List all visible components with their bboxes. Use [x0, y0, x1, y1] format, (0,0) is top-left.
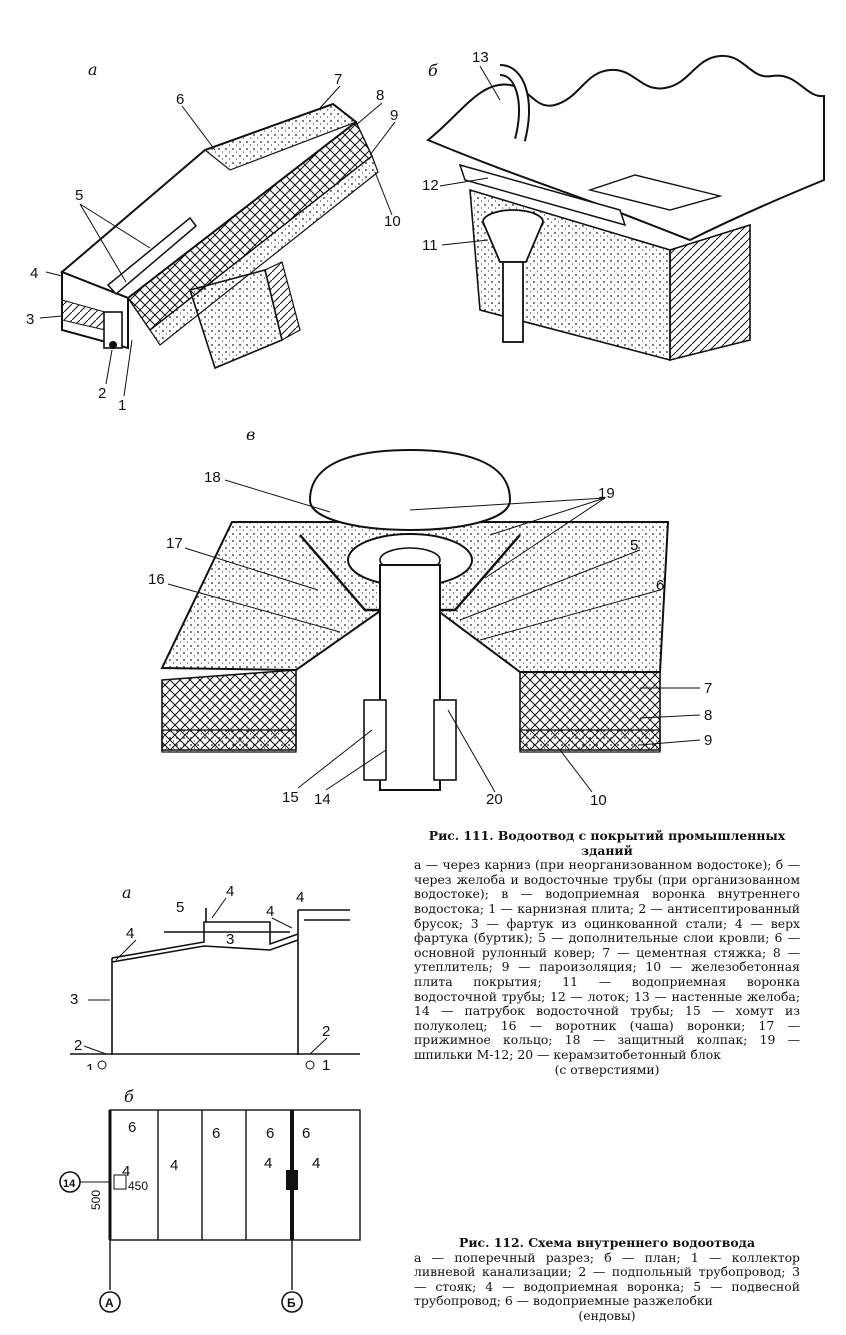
- figure-112-caption: Рис. 112. Схема внутреннего водоотвода а…: [414, 1235, 800, 1324]
- label-3: 3: [226, 931, 234, 948]
- dim-500: 500: [89, 1190, 103, 1210]
- caption-title: Рис. 112. Схема внутреннего водоотвода: [459, 1235, 755, 1250]
- figure-111-panel-b: б 13 12 11: [422, 49, 825, 362]
- label-4: 4: [226, 883, 234, 900]
- dim-450: 450: [128, 1179, 148, 1193]
- label-1: 1: [118, 397, 126, 414]
- label-6: 6: [212, 1125, 220, 1142]
- label-4: 4: [312, 1155, 320, 1172]
- label-5: 5: [75, 187, 83, 204]
- label-9: 9: [390, 107, 398, 124]
- label-6: 6: [128, 1119, 136, 1136]
- label-10: 10: [384, 213, 401, 230]
- label-5: 5: [176, 899, 184, 916]
- label-6: 6: [176, 91, 184, 108]
- caption-title: Рис. 111. Водоотвод с покрытий промышлен…: [428, 828, 786, 858]
- panel-letter: б: [428, 61, 438, 80]
- label-14: 14: [314, 791, 331, 808]
- figure-112-plan-b: б 14 А Б 450 500 6 6 6 6 4 4 4 4: [59, 1087, 361, 1313]
- caption-body: а — через карниз (при неорганизованном в…: [414, 857, 800, 1062]
- label-3: 3: [26, 311, 34, 328]
- label-5: 5: [630, 537, 638, 554]
- label-1: 1: [322, 1057, 330, 1070]
- label-7: 7: [334, 71, 342, 88]
- axis-marker-14: 14: [63, 1178, 76, 1190]
- caption-tail: (ендовы): [578, 1307, 636, 1323]
- label-4: 4: [122, 1163, 130, 1180]
- plan-letter: б: [124, 1087, 134, 1106]
- label-16: 16: [148, 571, 165, 588]
- label-15: 15: [282, 789, 299, 806]
- caption-body: а — поперечный разрез; б — план; 1 — кол…: [414, 1249, 800, 1309]
- label-2: 2: [98, 385, 106, 402]
- label-4: 4: [126, 925, 134, 942]
- label-12: 12: [422, 177, 439, 194]
- label-3: 3: [70, 991, 78, 1008]
- label-9: 9: [704, 732, 712, 749]
- label-18: 18: [204, 469, 221, 486]
- label-19: 19: [598, 485, 615, 502]
- label-11: 11: [422, 237, 438, 254]
- label-6: 6: [266, 1125, 274, 1142]
- panel-letter: а: [88, 60, 98, 79]
- label-7: 7: [704, 680, 712, 697]
- label-17: 17: [166, 535, 183, 552]
- label-2: 2: [74, 1037, 82, 1054]
- panel-letter: в: [246, 425, 255, 444]
- section-letter: а: [122, 883, 132, 902]
- figure-111-panel-a: а 6 7 8 9 10 5 4 3 2 1: [26, 60, 401, 414]
- label-8: 8: [704, 707, 712, 724]
- axis-marker-a: А: [105, 1296, 114, 1310]
- label-4: 4: [266, 903, 274, 920]
- label-4: 4: [170, 1157, 178, 1174]
- label-2: 2: [322, 1023, 330, 1040]
- figure-111-panel-v: в 18 19 17 16 5 6 7 8 9 10 15 14 20: [148, 425, 712, 809]
- label-4: 4: [30, 265, 38, 282]
- label-1: 1: [86, 1061, 94, 1070]
- label-8: 8: [376, 87, 384, 104]
- label-10: 10: [590, 792, 607, 809]
- label-6: 6: [656, 577, 664, 594]
- label-13: 13: [472, 49, 489, 66]
- label-4: 4: [264, 1155, 272, 1172]
- figure-111-caption: Рис. 111. Водоотвод с покрытий промышлен…: [414, 828, 800, 1077]
- figure-112-section-a: а 4 5 3 4 4 4 3 2 1 2 1: [70, 883, 360, 1070]
- caption-tail: (с отверстиями): [554, 1061, 660, 1077]
- label-4: 4: [296, 889, 304, 906]
- label-20: 20: [486, 791, 503, 808]
- label-6: 6: [302, 1125, 310, 1142]
- axis-marker-b: Б: [287, 1296, 296, 1310]
